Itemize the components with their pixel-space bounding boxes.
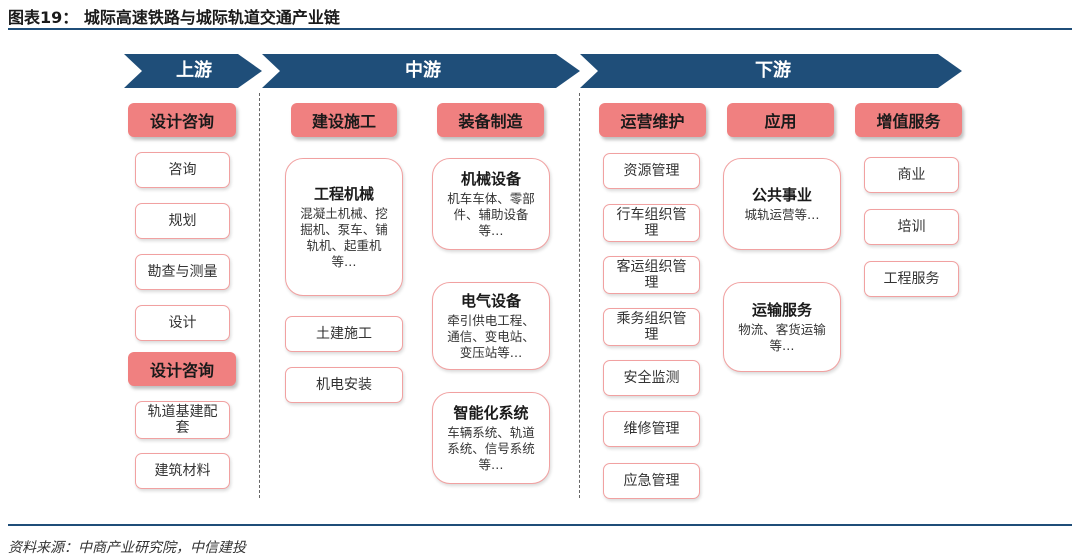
item-consulting: 咨询 — [135, 152, 230, 188]
box-intelligent-systems: 智能化系统 车辆系统、轨道系统、信号系统等… — [432, 392, 550, 484]
item-crew-management: 乘务组织管理 — [603, 308, 700, 346]
box-intelligent-systems-desc: 车辆系统、轨道系统、信号系统等… — [447, 424, 535, 472]
item-planning: 规划 — [135, 203, 230, 239]
category-construction: 建设施工 — [291, 103, 397, 137]
item-maintenance-management: 维修管理 — [603, 411, 700, 447]
item-train-operation-management: 行车组织管理 — [603, 204, 700, 242]
box-intelligent-systems-title: 智能化系统 — [453, 403, 529, 422]
category-equipment-manufacturing: 装备制造 — [437, 103, 544, 137]
category-design-consulting-2: 设计咨询 — [128, 352, 236, 386]
box-electrical-equipment-title: 电气设备 — [460, 291, 521, 310]
item-design: 设计 — [135, 305, 230, 341]
box-transport-services-title: 运输服务 — [751, 300, 812, 319]
box-public-utilities-desc: 城轨运营等… — [744, 206, 820, 222]
source-note: 资料来源：中商产业研究院，中信建投 — [8, 540, 246, 556]
stage-arrow-midstream — [262, 54, 580, 88]
item-electromechanical-installation: 机电安装 — [285, 367, 403, 403]
stage-downstream-label: 下游 — [755, 60, 791, 81]
box-engineering-machinery-desc: 混凝土机械、挖掘机、泵车、铺轨机、起重机等… — [300, 205, 388, 269]
divider-midstream-downstream — [579, 93, 580, 498]
box-engineering-machinery: 工程机械 混凝土机械、挖掘机、泵车、铺轨机、起重机等… — [285, 158, 403, 296]
item-emergency-management: 应急管理 — [603, 463, 700, 499]
box-mechanical-equipment: 机械设备 机车车体、零部件、辅助设备等… — [432, 158, 550, 250]
item-track-infrastructure: 轨道基建配套 — [135, 401, 230, 439]
item-training: 培训 — [864, 209, 959, 245]
item-survey: 勘查与测量 — [135, 254, 230, 290]
stage-midstream-label: 中游 — [405, 60, 441, 81]
footer-rule — [8, 524, 1072, 526]
box-mechanical-equipment-title: 机械设备 — [460, 169, 521, 188]
item-commerce: 商业 — [864, 157, 959, 193]
figure-title: 图表19： 城际高速铁路与城际轨道交通产业链 — [8, 8, 340, 27]
box-mechanical-equipment-desc: 机车车体、零部件、辅助设备等… — [447, 190, 535, 238]
title-rule — [8, 28, 1072, 30]
box-public-utilities: 公共事业 城轨运营等… — [723, 158, 841, 250]
box-electrical-equipment-desc: 牵引供电工程、通信、变电站、变压站等… — [447, 312, 535, 360]
item-civil-construction: 土建施工 — [285, 316, 403, 352]
item-resource-management: 资源管理 — [603, 153, 700, 189]
divider-upstream-midstream — [259, 93, 260, 498]
category-application: 应用 — [727, 103, 834, 137]
category-design-consulting: 设计咨询 — [128, 103, 236, 137]
item-passenger-operation-management: 客运组织管理 — [603, 256, 700, 294]
category-value-added-services: 增值服务 — [855, 103, 962, 137]
stage-arrow-downstream — [580, 54, 962, 88]
box-electrical-equipment: 电气设备 牵引供电工程、通信、变电站、变压站等… — [432, 282, 550, 370]
box-public-utilities-title: 公共事业 — [751, 185, 812, 204]
box-transport-services-desc: 物流、客货运输等… — [738, 321, 826, 353]
box-transport-services: 运输服务 物流、客货运输等… — [723, 282, 841, 372]
stage-arrow-upstream — [124, 54, 262, 88]
category-operation-maintenance: 运营维护 — [599, 103, 706, 137]
stage-upstream-label: 上游 — [176, 60, 212, 81]
box-engineering-machinery-title: 工程机械 — [313, 184, 374, 203]
item-building-materials: 建筑材料 — [135, 453, 230, 489]
item-engineering-services: 工程服务 — [864, 261, 959, 297]
item-safety-monitoring: 安全监测 — [603, 360, 700, 396]
stage-arrows — [124, 54, 962, 88]
